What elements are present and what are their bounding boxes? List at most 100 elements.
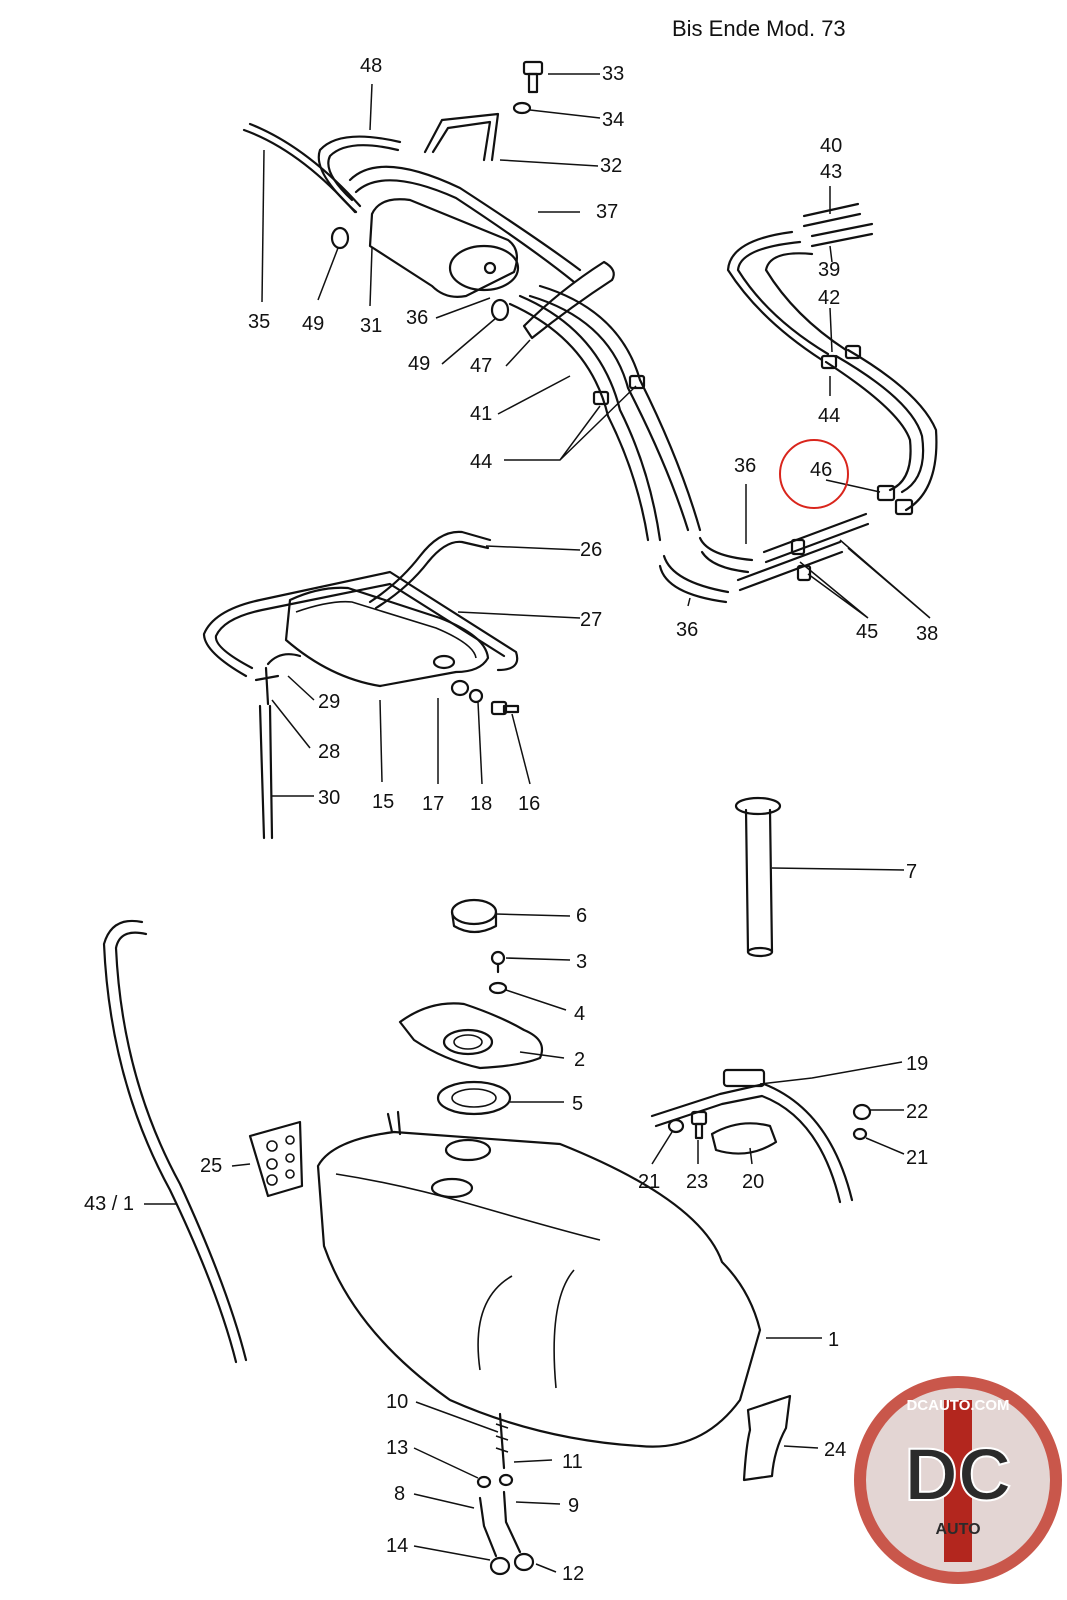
nut-12 xyxy=(513,1552,535,1572)
callout-21-left: 21 xyxy=(638,1171,660,1193)
callout-33: 33 xyxy=(602,63,624,85)
highlight-circle-46 xyxy=(779,439,849,509)
leader-lines xyxy=(144,73,931,1573)
callout-48: 48 xyxy=(360,55,382,77)
callout-43-1: 43 / 1 xyxy=(84,1193,134,1215)
screw-3 xyxy=(490,950,506,974)
callout-44-left: 44 xyxy=(470,451,492,473)
callout-23: 23 xyxy=(686,1171,708,1193)
callout-30: 30 xyxy=(318,787,340,809)
callout-49-right: 49 xyxy=(408,353,430,375)
nut-17 xyxy=(450,679,470,697)
washer-13 xyxy=(476,1475,492,1489)
callout-labels: 48 33 34 32 37 40 43 39 42 35 49 31 36 4… xyxy=(84,55,938,1585)
dcauto-watermark-logo: DCAUTO.COM DC AUTO xyxy=(854,1376,1062,1584)
callout-20: 20 xyxy=(742,1171,764,1193)
gasket-5 xyxy=(436,1080,512,1116)
hoses-45-38 xyxy=(736,512,870,592)
bolt-23 xyxy=(690,1110,708,1140)
hose-32 xyxy=(423,112,500,162)
callout-45: 45 xyxy=(856,621,878,643)
callout-3: 3 xyxy=(576,951,587,973)
t-piece-28-hose-29 xyxy=(254,653,302,706)
callout-26: 26 xyxy=(580,539,602,561)
callout-6: 6 xyxy=(576,905,587,927)
callout-15: 15 xyxy=(372,791,394,813)
watermark-word: AUTO xyxy=(935,1521,980,1538)
callout-1: 1 xyxy=(828,1329,839,1351)
clip-49-left xyxy=(330,226,350,250)
filler-plate-2 xyxy=(398,1002,544,1070)
filler-hose-43-1 xyxy=(102,919,248,1364)
washer-11 xyxy=(498,1473,514,1487)
callout-17: 17 xyxy=(422,793,444,815)
callout-29: 29 xyxy=(318,691,340,713)
callout-7: 7 xyxy=(906,861,917,883)
callout-38: 38 xyxy=(916,623,938,645)
nut-14 xyxy=(489,1556,511,1576)
callout-35: 35 xyxy=(248,311,270,333)
callout-43: 43 xyxy=(820,161,842,183)
washer-18 xyxy=(468,688,484,704)
washer-34 xyxy=(512,101,532,115)
callout-36-upper: 36 xyxy=(734,455,756,477)
callout-37: 37 xyxy=(596,201,618,223)
fitting-8 xyxy=(478,1496,498,1558)
vent-pipe-27 xyxy=(202,570,519,678)
watermark-letters: DC xyxy=(905,1433,1012,1516)
callout-8: 8 xyxy=(394,1483,405,1505)
callout-9: 9 xyxy=(568,1495,579,1517)
rubber-pad-20 xyxy=(710,1122,778,1155)
callout-18: 18 xyxy=(470,793,492,815)
hose-37 xyxy=(348,165,582,284)
callout-36-canister: 36 xyxy=(406,307,428,329)
fuel-tank-1 xyxy=(316,1110,762,1448)
washer-21-left xyxy=(667,1118,685,1134)
callout-14: 14 xyxy=(386,1535,408,1557)
drain-tube-30 xyxy=(258,704,274,840)
callout-21-right: 21 xyxy=(906,1147,928,1169)
hose-bundle-41-44 xyxy=(508,284,702,542)
callout-47: 47 xyxy=(470,355,492,377)
bolt-16 xyxy=(490,700,520,716)
callout-10: 10 xyxy=(386,1391,408,1413)
callout-19: 19 xyxy=(906,1053,928,1075)
callout-27: 27 xyxy=(580,609,602,631)
washer-21-right xyxy=(852,1127,868,1141)
clamp-bracket-47 xyxy=(522,260,615,340)
fuel-cap-6 xyxy=(450,898,498,934)
callout-5: 5 xyxy=(572,1093,583,1115)
connector-46 xyxy=(876,484,914,516)
callout-22: 22 xyxy=(906,1101,928,1123)
hoses-40-43-39-42 xyxy=(726,202,874,362)
fitting-9 xyxy=(502,1490,522,1554)
callout-25: 25 xyxy=(200,1155,222,1177)
callout-40: 40 xyxy=(820,135,842,157)
bolt-33 xyxy=(522,60,544,94)
washer-4 xyxy=(488,981,508,995)
callout-39: 39 xyxy=(818,259,840,281)
callout-13: 13 xyxy=(386,1437,408,1459)
callout-42: 42 xyxy=(818,287,840,309)
bracket-25 xyxy=(248,1120,304,1198)
hose-48 xyxy=(317,135,402,214)
callout-41: 41 xyxy=(470,403,492,425)
page-header: Bis Ende Mod. 73 xyxy=(672,16,846,41)
watermark-site: DCAUTO.COM xyxy=(906,1397,1009,1414)
callout-2: 2 xyxy=(574,1049,585,1071)
elbow-hoses-36 xyxy=(658,536,754,604)
callout-44-right: 44 xyxy=(818,405,840,427)
callout-49-left: 49 xyxy=(302,313,324,335)
callout-34: 34 xyxy=(602,109,624,131)
clip-49-right xyxy=(490,298,510,322)
screw-10 xyxy=(495,1412,509,1470)
callout-4: 4 xyxy=(574,1003,585,1025)
callout-11: 11 xyxy=(562,1451,583,1473)
hose-26 xyxy=(368,530,492,610)
hoses-44-lower-right xyxy=(820,344,938,512)
expansion-tank-15 xyxy=(284,586,490,688)
callout-16: 16 xyxy=(518,793,540,815)
fuel-sender-7 xyxy=(734,796,782,958)
charcoal-canister-31 xyxy=(368,198,520,298)
